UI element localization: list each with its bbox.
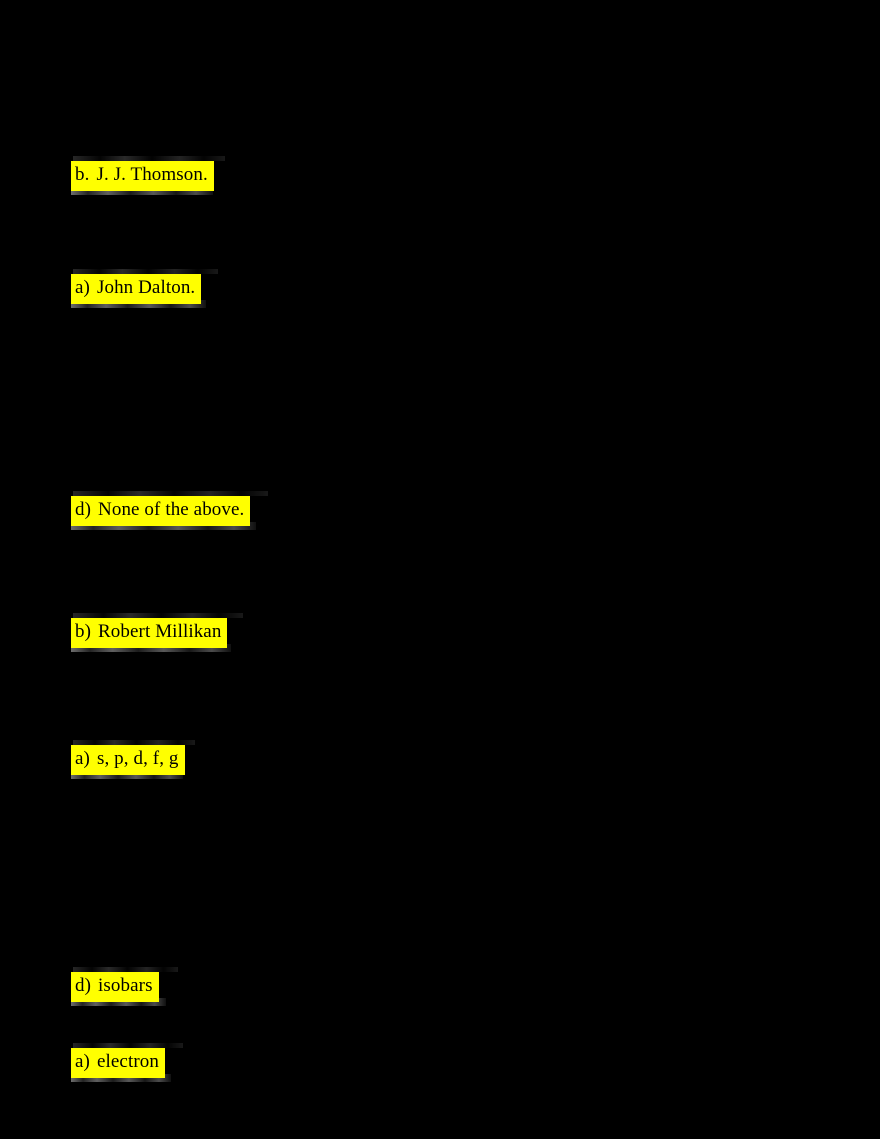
answer-option-text: None of the above. [98, 499, 245, 520]
answer-option-text: s, p, d, f, g [96, 748, 179, 769]
highlighted-answer: b. J. J. Thomson. [71, 161, 214, 191]
answer-option-letter: b) [75, 621, 92, 642]
answer-option-text: isobars [98, 975, 153, 996]
answer-option-letter: a) [75, 277, 90, 298]
answer-line: d) isobars [71, 967, 178, 1006]
highlighted-answer: d) None of the above. [71, 496, 251, 526]
answer-line: d) None of the above. [71, 491, 268, 530]
answer-option-letter: a) [75, 748, 90, 769]
highlighted-answer: a) John Dalton. [71, 274, 202, 304]
highlighted-answer: a) s, p, d, f, g [71, 745, 185, 775]
answer-line: a) electron [71, 1043, 183, 1082]
highlighted-answer: d) isobars [71, 972, 159, 1002]
answer-line: a) s, p, d, f, g [71, 740, 195, 779]
answer-option-text: John Dalton. [96, 277, 196, 298]
answer-option-text: Robert Millikan [98, 621, 222, 642]
answer-option-text: electron [96, 1051, 159, 1072]
answer-option-text: J. J. Thomson. [96, 164, 208, 185]
highlighted-answer: b) Robert Millikan [71, 618, 228, 648]
answer-line: b. J. J. Thomson. [71, 156, 225, 195]
answer-option-letter: d) [75, 499, 92, 520]
highlighted-answer: a) electron [71, 1048, 165, 1078]
answer-option-letter: a) [75, 1051, 90, 1072]
answer-option-letter: b. [75, 164, 90, 185]
answer-line: a) John Dalton. [71, 269, 218, 308]
answer-line: b) Robert Millikan [71, 613, 243, 652]
answer-option-letter: d) [75, 975, 92, 996]
